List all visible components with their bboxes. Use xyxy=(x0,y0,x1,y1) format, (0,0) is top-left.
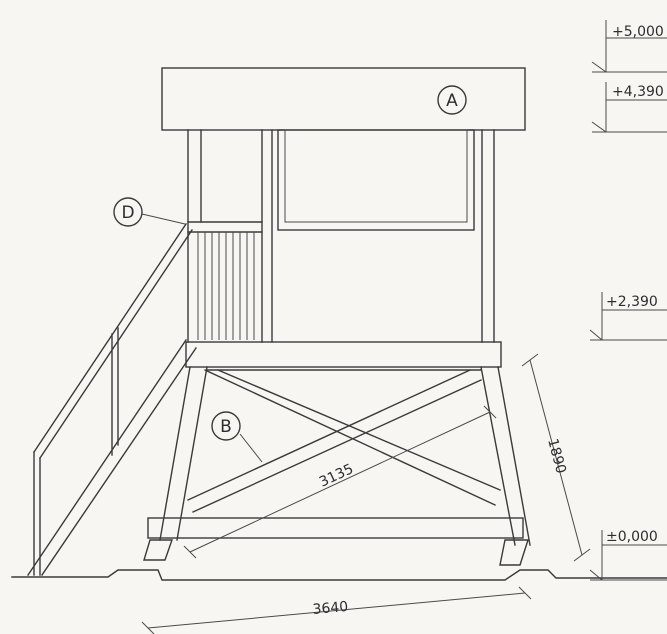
support-frame xyxy=(143,366,531,566)
brace-length-label: 3135 xyxy=(317,461,356,491)
callout-label: B xyxy=(220,417,232,437)
cabin-window xyxy=(277,129,475,231)
bottom-beam xyxy=(147,517,524,539)
base-width-label: 3640 xyxy=(312,599,349,618)
cabin-floor xyxy=(185,341,502,368)
elevation-mark-2390: +2,390 xyxy=(589,292,667,341)
x-brace xyxy=(187,369,501,513)
callout-label: D xyxy=(121,203,134,223)
elevation-label: +2,390 xyxy=(606,294,658,310)
callout-b: B xyxy=(211,411,263,463)
elevation-mark-0000: ±0,000 xyxy=(589,529,667,581)
height-dimension: 1890 xyxy=(521,353,591,562)
cabin xyxy=(185,129,502,368)
callout-label: A xyxy=(446,91,458,111)
elevation-label: +5,000 xyxy=(612,24,664,40)
staircase xyxy=(27,223,197,576)
elevation-label: ±0,000 xyxy=(606,529,658,545)
elevation-mark-4390: +4,390 xyxy=(591,82,667,133)
roof xyxy=(161,67,526,131)
callout-d: D xyxy=(113,197,186,227)
railing-panel xyxy=(187,221,263,340)
ground-line xyxy=(11,569,667,581)
callout-a: A xyxy=(437,85,467,115)
leg-height-label: 1890 xyxy=(544,437,569,476)
elevation-mark-5000: +5,000 xyxy=(591,20,667,73)
width-dimension: 3640 xyxy=(141,586,532,634)
right-foot xyxy=(499,539,529,566)
left-foot xyxy=(143,539,173,561)
elevation-label: +4,390 xyxy=(612,84,664,100)
